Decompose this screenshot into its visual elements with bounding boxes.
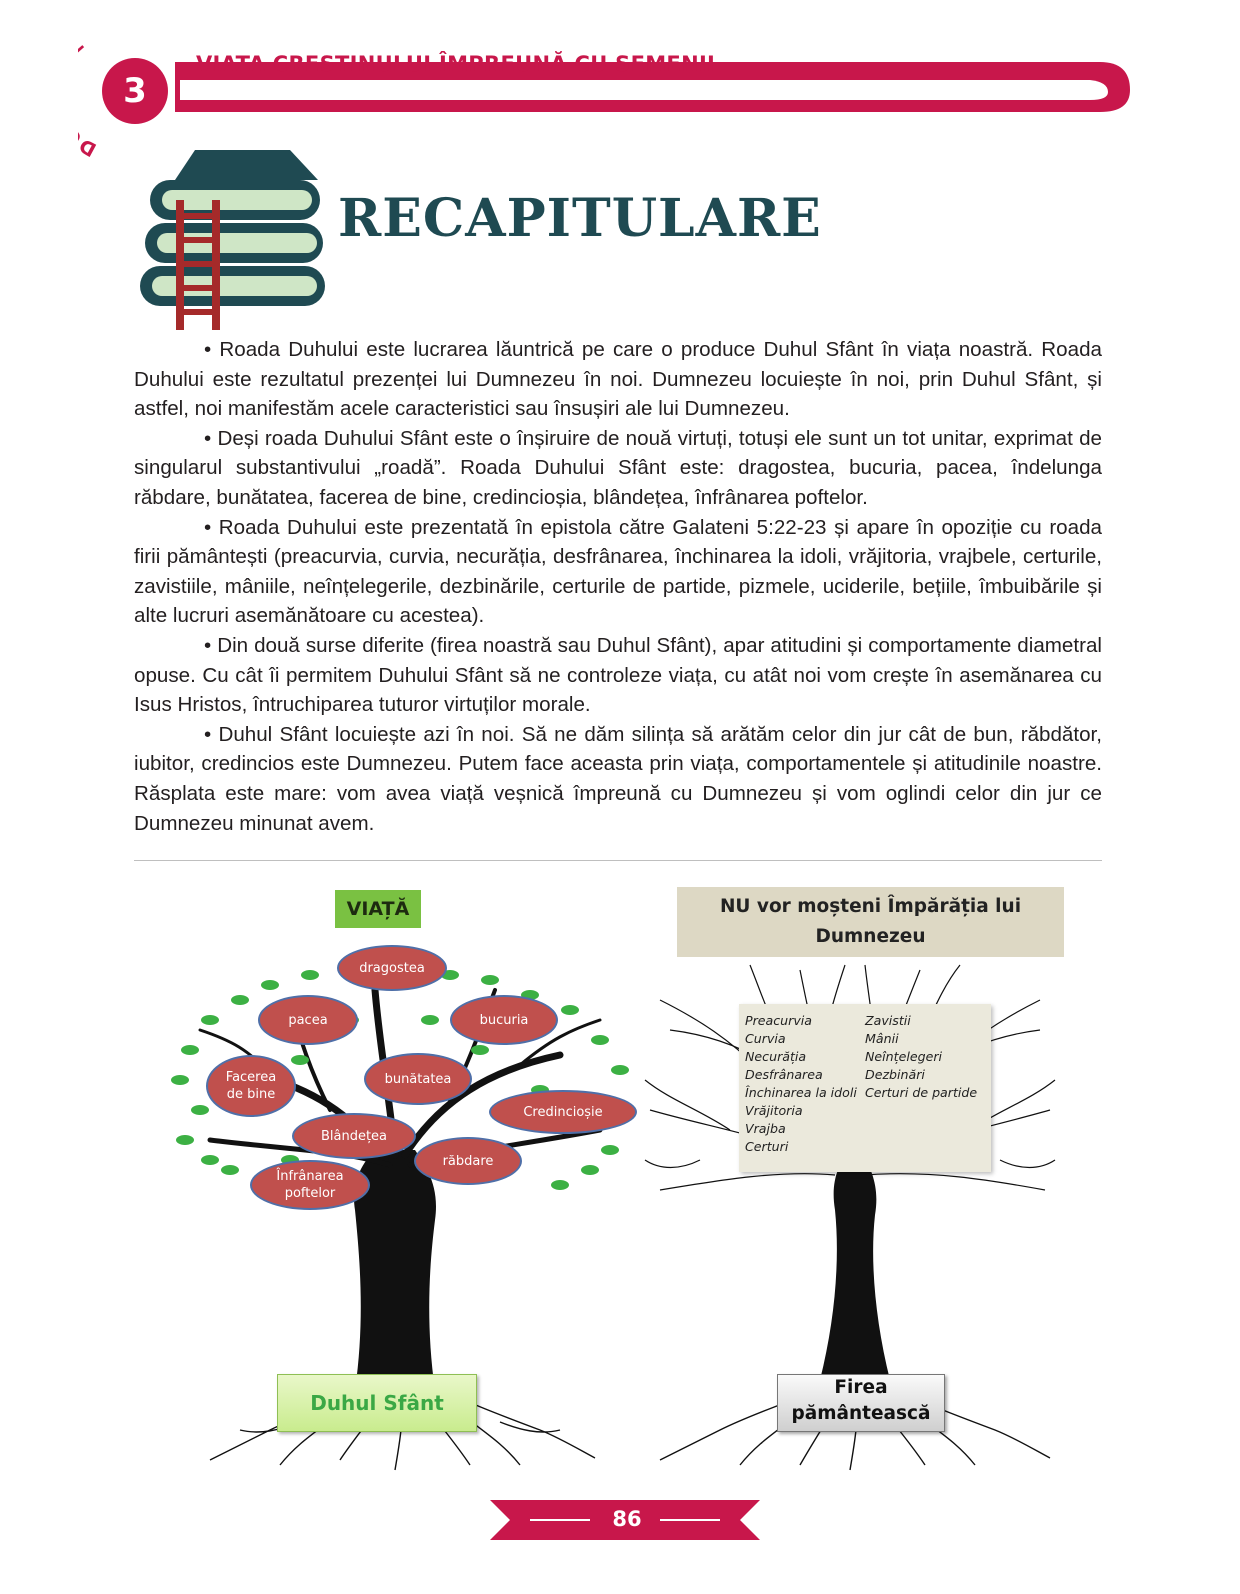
sin-item: Vrăjitoria: [745, 1103, 803, 1118]
virtue-bubble: Facerea de bine: [206, 1055, 296, 1117]
sin-item: Vrajba: [745, 1121, 786, 1136]
flesh-root-line2: pământească: [791, 1403, 931, 1424]
not-inherit-line1: NU vor moșteni Împărăția lui: [719, 896, 1022, 917]
divider: [134, 860, 1102, 861]
sin-item: Dezbinări: [865, 1067, 925, 1082]
domain-curved-label: DOMENIUL: [78, 33, 100, 160]
sin-item: Neînțelegeri: [865, 1049, 943, 1064]
not-inherit-line2: Dumnezeu: [815, 926, 926, 947]
sin-item: Curvia: [745, 1031, 786, 1046]
paragraph: • Deși roada Duhului Sfânt este o înșiru…: [134, 426, 1102, 509]
sin-item: Închinarea la idoli: [745, 1085, 857, 1100]
paragraph: • Roada Duhului este lucrarea lăuntrică …: [134, 338, 1102, 421]
virtue-bubble: dragostea: [337, 945, 447, 991]
section-title: RECAPITULARE: [338, 188, 822, 249]
virtue-bubble: răbdare: [414, 1137, 522, 1185]
holy-spirit-root-label: Duhul Sfânt: [277, 1374, 477, 1432]
virtue-bubble: Înfrânarea poftelor: [250, 1160, 370, 1210]
virtue-bubble: Blândețea: [292, 1113, 416, 1159]
sin-item: Certuri de partide: [865, 1085, 978, 1100]
sin-item: Preacurvia: [745, 1013, 812, 1028]
paragraph: • Roada Duhului este prezentată în epist…: [134, 515, 1102, 628]
flesh-root-label: Firea pământească: [777, 1374, 945, 1432]
domain-number-badge: 3: [102, 58, 168, 124]
life-label: VIAȚĂ: [335, 890, 421, 928]
virtue-bubble: bucuria: [450, 995, 558, 1045]
sin-item: Desfrânarea: [745, 1067, 823, 1082]
header-bar: [175, 62, 1130, 112]
sin-item: Necurăția: [745, 1049, 807, 1064]
paragraph: • Din două surse diferite (firea noastră…: [134, 633, 1102, 717]
recap-text: • Roada Duhului este lucrarea lăuntrică …: [134, 335, 1102, 838]
page-number-ribbon: [490, 1500, 760, 1540]
sin-item: Mânii: [865, 1031, 899, 1046]
not-inherit-kingdom-label: NU vor moșteni Împărăția lui Dumnezeu: [677, 887, 1064, 957]
sin-item: Certuri: [745, 1139, 789, 1154]
virtue-bubble: pacea: [258, 995, 358, 1045]
sin-item: Zavistii: [865, 1013, 911, 1028]
domain-word: DOMENIUL: [78, 33, 99, 160]
page-number: 86: [612, 1507, 642, 1531]
virtue-bubble: bunătatea: [364, 1053, 472, 1105]
header-title: VIATA CRESTINULUI ÎMPREUNĂ CU SEMENII: [196, 52, 716, 76]
flesh-root-line1: Firea: [834, 1377, 888, 1398]
paragraph: • Duhul Sfânt locuiește azi în noi. Să n…: [134, 722, 1102, 835]
svg-text:DOMENIUL: DOMENIUL: [78, 33, 100, 160]
books-ladder-icon: [140, 150, 325, 330]
virtue-bubble: Credincioșie: [489, 1090, 637, 1134]
